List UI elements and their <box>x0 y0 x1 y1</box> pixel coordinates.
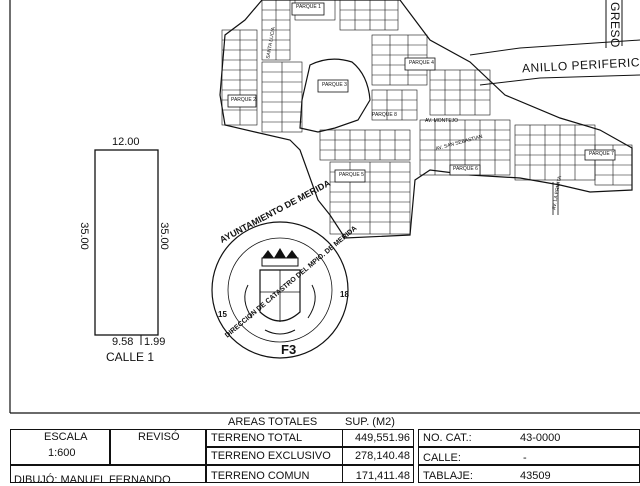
cat-label: TABLAJE: <box>423 470 473 482</box>
cat-label: NO. CAT.: <box>423 432 472 444</box>
park-label: PARQUE 8 <box>372 112 397 118</box>
lot-left-depth: 35.00 <box>77 222 90 250</box>
seal-number-right: 18 <box>340 290 349 299</box>
park-label: PARQUE 7 <box>589 151 614 157</box>
cat-label: CALLE: <box>423 452 461 464</box>
seal-code: F3 <box>281 342 297 357</box>
park-label: PARQUE 4 <box>409 60 434 66</box>
area-value: 171,411.48 <box>355 470 410 482</box>
road-label-top: GRESO <box>608 2 622 48</box>
area-label: TERRENO COMUN <box>211 470 310 482</box>
park-label: PARQUE 2 <box>231 97 256 103</box>
areas-header: AREAS TOTALES <box>228 416 318 428</box>
street-label: AV. MONTEJO <box>425 118 459 124</box>
area-value: 278,140.48 <box>354 450 410 462</box>
area-label: TERRENO TOTAL <box>211 432 303 444</box>
lot-street-label: CALLE 1 <box>106 350 155 364</box>
area-row-2 <box>206 447 414 465</box>
area-row-1 <box>206 429 414 447</box>
seal-number-left: 15 <box>218 310 227 319</box>
park-label: PARQUE 5 <box>339 172 364 178</box>
subdivision-map <box>9 0 640 414</box>
area-label: TERRENO EXCLUSIVO <box>211 450 331 462</box>
park-label: PARQUE 3 <box>322 82 347 88</box>
area-value: 449,551.96 <box>354 432 410 444</box>
escala-cell <box>10 429 110 465</box>
cat-value: 43-0000 <box>520 432 561 444</box>
escala-label: ESCALA <box>44 431 88 443</box>
sup-header: SUP. (M2) <box>345 416 395 428</box>
lot-right-depth: 35.00 <box>157 222 170 250</box>
lot-rectangle <box>94 149 159 345</box>
escala-value: 1:600 <box>48 447 76 459</box>
cat-value: 43509 <box>520 470 551 482</box>
lot-bottom-left: 9.58 <box>112 336 134 348</box>
lot-bottom-right: 1.99 <box>144 336 166 348</box>
dibujo-label: DIBUJÓ: MANUEL FERNANDO <box>14 474 171 486</box>
lot-top-width: 12.00 <box>112 136 140 148</box>
park-label: PARQUE 6 <box>453 166 478 172</box>
reviso-cell <box>110 429 206 465</box>
reviso-label: REVISÓ <box>138 431 180 443</box>
catastro-seal <box>211 221 349 359</box>
cat-value: - <box>523 452 527 464</box>
park-label: PARQUE 1 <box>296 4 321 10</box>
